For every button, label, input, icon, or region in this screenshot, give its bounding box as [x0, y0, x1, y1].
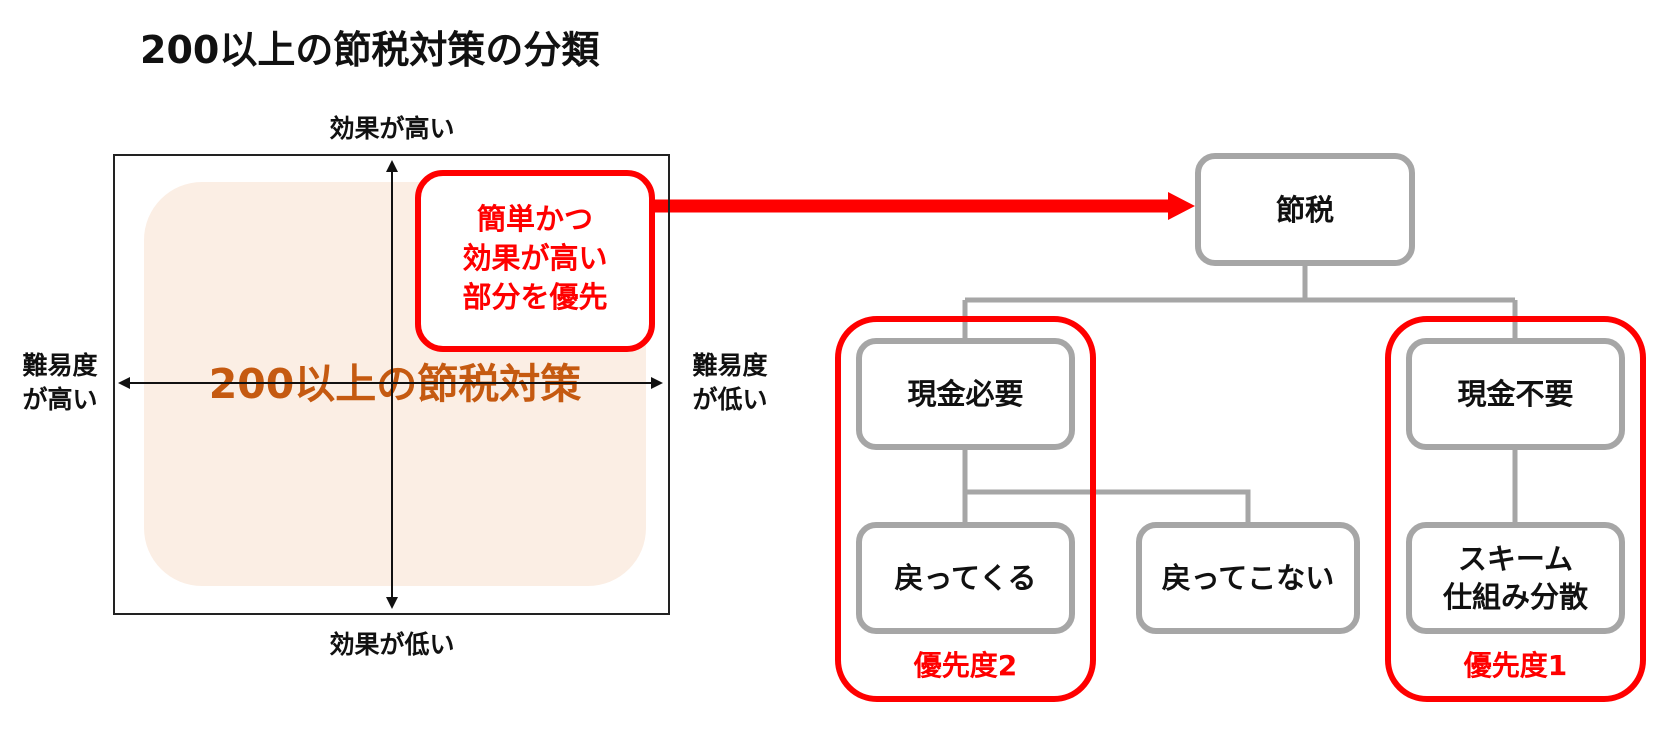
node-scheme-distribution: スキーム 仕組み分散 — [1406, 522, 1625, 634]
scheme-line-2: 仕組み分散 — [1442, 580, 1588, 614]
priority-highlight-box — [415, 170, 655, 352]
highlight-line-2: 効果が高い — [462, 241, 608, 275]
node-not-returns: 戻ってこない — [1136, 522, 1360, 634]
node-cash-not-needed: 現金不要 — [1406, 338, 1625, 450]
matrix-frame — [113, 154, 670, 615]
connector-root-to-branches — [962, 266, 1518, 338]
axis-label-top: 効果が高い — [329, 114, 455, 143]
priority-1-label: 優先度1 — [1463, 649, 1568, 682]
highlight-line-1: 簡単かつ — [476, 202, 593, 236]
priority-2-label: 優先度2 — [913, 649, 1018, 682]
page-title: 200以上の節税対策の分類 — [140, 28, 600, 72]
priority-1-group — [1385, 316, 1646, 702]
axis-label-left-line2: が高い — [22, 385, 98, 414]
axis-label-left: 難易度 が高い — [10, 349, 110, 417]
node-cash-needed: 現金必要 — [856, 338, 1075, 450]
connector-cash-needed-children — [962, 450, 1251, 522]
axis-label-right-line2: が低い — [692, 385, 768, 414]
priority-2-group — [835, 316, 1096, 702]
scheme-line-1: スキーム — [1457, 542, 1574, 576]
priority-highlight-text: 簡単かつ 効果が高い 部分を優先 — [421, 200, 649, 317]
axis-label-right: 難易度 が低い — [680, 349, 780, 417]
red-arrow-head — [1168, 192, 1195, 220]
axis-label-right-line1: 難易度 — [692, 351, 768, 380]
node-returns: 戻ってくる — [856, 522, 1075, 634]
node-tax-saving: 節税 — [1195, 153, 1415, 266]
axis-label-left-line1: 難易度 — [22, 351, 98, 380]
highlight-line-3: 部分を優先 — [462, 280, 608, 314]
axis-label-bottom: 効果が低い — [329, 630, 455, 659]
